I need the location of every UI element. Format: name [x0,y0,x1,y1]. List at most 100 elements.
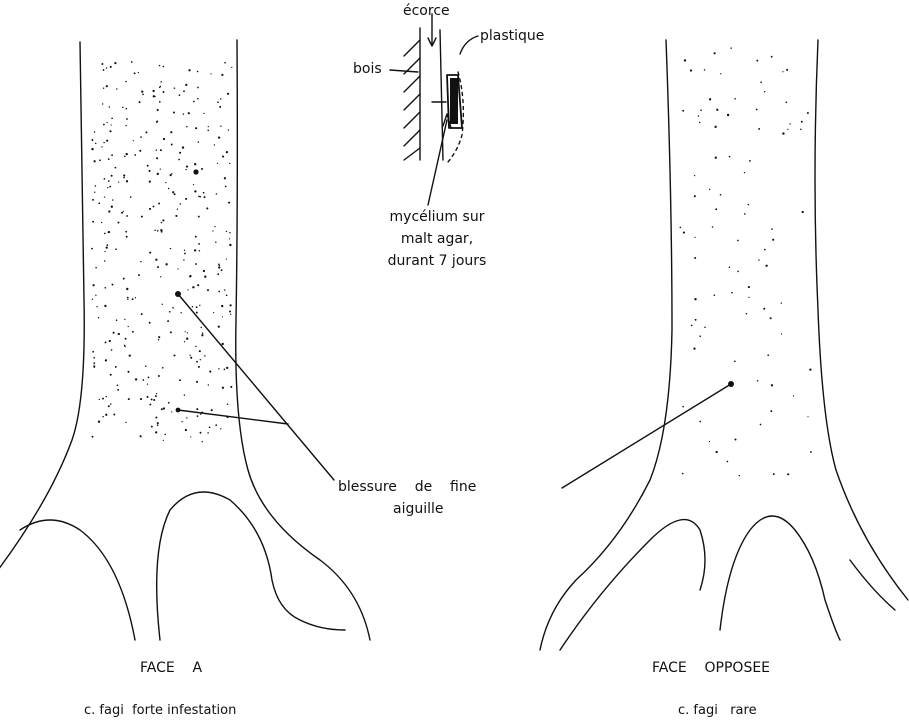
infestation-dot [156,149,157,150]
inset-hatch-1 [404,40,420,56]
infestation-dot [229,311,231,313]
infestation-dot [118,222,120,224]
infestation-dot [92,221,94,223]
infestation-dot [207,129,209,131]
infestation-dot [106,85,108,87]
infestation-dot [116,88,117,89]
infestation-dot [106,246,108,248]
infestation-dot [715,208,717,210]
infestation-dot [157,422,159,424]
infestation-dot [222,316,223,317]
infestation-dot [128,398,130,400]
infestation-dot [162,304,163,305]
infestation-dot [138,274,140,276]
infestation-dot [699,421,701,423]
infestation-dot [160,81,162,83]
infestation-dot [228,202,230,204]
infestation-dot [716,109,718,111]
infestation-dot [199,250,200,251]
infestation-dot [179,152,181,154]
infestation-dot [171,173,172,174]
infestation-dot [153,399,155,401]
infestation-dot [214,226,215,227]
infestation-dot [714,294,716,296]
left-large-dot [193,169,198,174]
infestation-dot [680,227,682,229]
infestation-dot [770,317,772,319]
infestation-dot [179,379,181,381]
infestation-dot [758,128,760,130]
infestation-dot [130,196,132,198]
infestation-dot [222,343,224,345]
infestation-dot [159,101,161,103]
infestation-dot [729,156,731,158]
infestation-dot [103,87,104,88]
infestation-dot [135,297,136,298]
infestation-dot [111,118,113,120]
infestation-dot [118,333,120,335]
infestation-dot [756,60,758,62]
infestation-dot [126,215,128,217]
infestation-dot [727,461,729,463]
infestation-dot [224,62,226,64]
infestation-dot [162,219,164,221]
infestation-dot [117,389,119,391]
infestation-dot [190,436,191,437]
infestation-dot [694,195,696,197]
infestation-dot [141,216,143,218]
infestation-dot [198,141,200,143]
infestation-dot [197,98,199,100]
infestation-dot [124,155,126,157]
infestation-dot [781,333,782,334]
infestation-dot [225,186,227,188]
infestation-dot [91,248,93,250]
infestation-dot [98,202,100,204]
infestation-dot [782,132,784,134]
infestation-dot [757,380,759,382]
infestation-dot [126,118,128,120]
infestation-dot [749,160,751,162]
infestation-dot [184,250,185,251]
infestation-dot [737,271,739,273]
infestation-dot [715,157,717,159]
infestation-dot [208,126,209,127]
infestation-dot [149,404,151,406]
infestation-dot [226,258,227,259]
infestation-dot [162,367,164,369]
left-trunk-right-edge [236,40,370,640]
infestation-dot [112,284,114,286]
infestation-dot [113,332,115,334]
inset-hatch-7 [404,148,420,160]
infestation-dot [129,354,131,356]
infestation-dot [208,384,209,385]
inset-plastic-label: plastique [480,29,544,43]
infestation-dot [180,312,181,313]
infestation-dot [197,415,199,417]
infestation-dot [151,398,153,400]
infestation-dot [132,298,134,300]
infestation-dot [756,109,758,111]
infestation-dot [125,81,127,83]
right-root-far [850,560,895,610]
infestation-dot [116,319,118,321]
infestation-dot [771,228,773,230]
infestation-dot [230,304,232,306]
infestation-dot [228,129,229,130]
infestation-dot [224,289,225,290]
infestation-dot [105,287,107,289]
infestation-dot [763,308,765,310]
inset-mycelium-label-1: mycélium sur [378,210,496,224]
infestation-dot [709,189,710,190]
infestation-dot [201,168,203,170]
infestation-dot [157,230,159,232]
infestation-dot [691,325,693,327]
infestation-dot [140,136,142,138]
infestation-dot [187,332,188,333]
infestation-dot [221,305,223,307]
infestation-dot [193,101,195,103]
infestation-dot [92,199,94,201]
infestation-dot [127,297,129,299]
infestation-dot [126,180,128,182]
infestation-dot [734,438,736,440]
wound-leader-upper [178,294,334,480]
